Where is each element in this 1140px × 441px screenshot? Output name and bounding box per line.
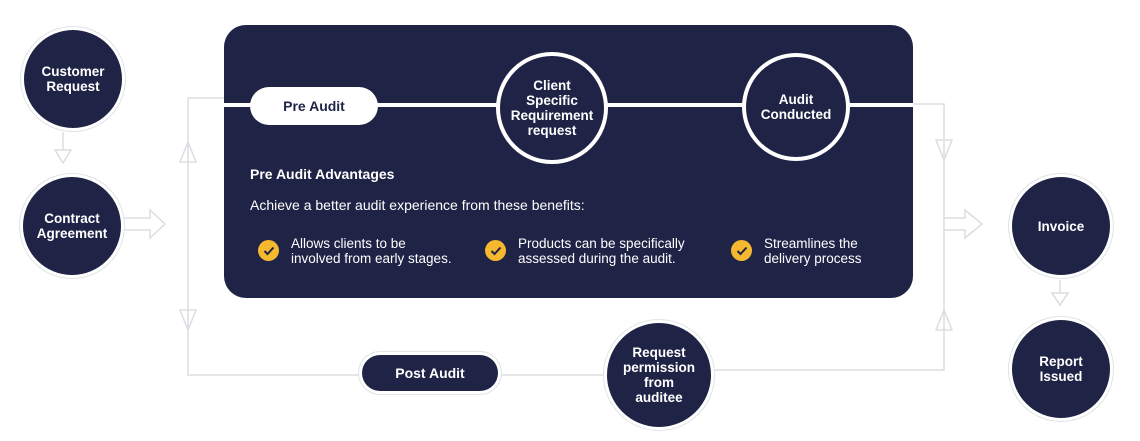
contract-agreement-node: Contract Agreement — [23, 177, 121, 275]
pre-audit-pill: Pre Audit — [250, 87, 378, 125]
invoice-label: Invoice — [1037, 218, 1085, 234]
customer-request-node: Customer Request — [24, 30, 122, 128]
request-permission-label: Request permission from auditee — [622, 345, 696, 405]
contract-agreement-label: Contract Agreement — [36, 211, 108, 241]
advantages-title: Pre Audit Advantages — [250, 166, 395, 182]
client-specific-label: Client Specific Requirement request — [510, 78, 594, 138]
report-issued-label: Report Issued — [1039, 354, 1083, 384]
benefit-text: Streamlines the delivery process — [764, 236, 862, 266]
benefit-item: Products can be specifically assessed du… — [485, 236, 685, 266]
benefit-item: Allows clients to be involved from early… — [258, 236, 452, 266]
post-audit-pill: Post Audit — [362, 355, 498, 391]
invoice-node: Invoice — [1012, 177, 1110, 275]
check-icon — [731, 240, 752, 261]
benefit-text: Products can be specifically assessed du… — [518, 236, 685, 266]
advantages-subtitle: Achieve a better audit experience from t… — [250, 197, 585, 213]
audit-conducted-label: Audit Conducted — [760, 92, 832, 122]
request-permission-node: Request permission from auditee — [607, 323, 711, 427]
check-icon — [258, 240, 279, 261]
client-specific-node: Client Specific Requirement request — [496, 52, 608, 164]
audit-conducted-node: Audit Conducted — [742, 53, 850, 161]
customer-request-label: Customer Request — [41, 64, 105, 94]
benefit-item: Streamlines the delivery process — [731, 236, 862, 266]
check-icon — [485, 240, 506, 261]
report-issued-node: Report Issued — [1012, 320, 1110, 418]
benefit-text: Allows clients to be involved from early… — [291, 236, 452, 266]
